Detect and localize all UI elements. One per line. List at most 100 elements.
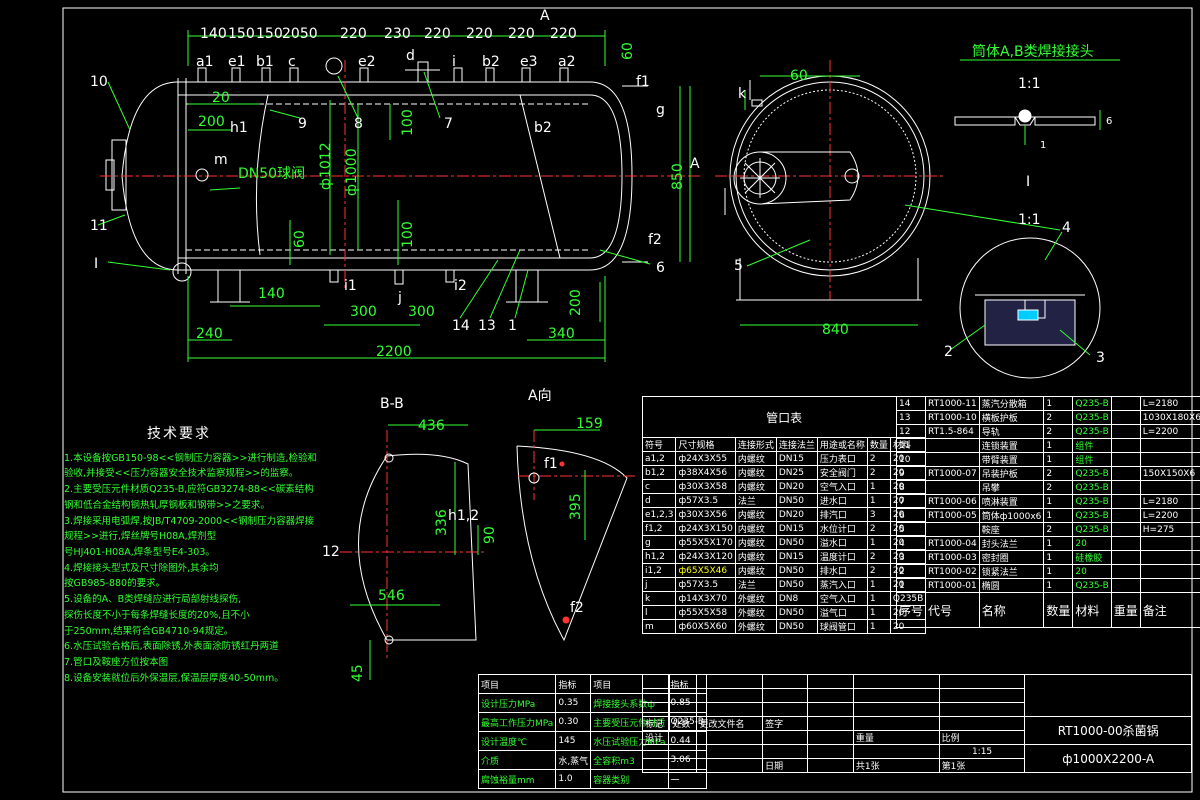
parts-cell: Q235-B: [1072, 396, 1112, 411]
dim-546: 546: [378, 588, 405, 604]
parts-cell: 筒体ф1000x6: [978, 508, 1045, 523]
spec-cell: 0.35: [555, 693, 592, 713]
dim-436: 436: [418, 418, 445, 434]
tech-item: 钢和低合金结构钢热轧厚钢板和钢带>>之要求。: [64, 499, 270, 511]
parts-cell: 7: [895, 494, 927, 509]
tech-item: 于250mm,结果符合GB4710-94规定。: [64, 625, 234, 637]
dim-20: 20: [212, 90, 230, 106]
tb-scale-label: 比例: [938, 730, 1026, 745]
parts-cell: [1139, 480, 1200, 495]
parts-cell: L=2180: [1139, 396, 1200, 411]
parts-cell: 1: [1043, 452, 1074, 467]
view-bb-title: B-B: [380, 396, 404, 412]
technical-requirements: 技术要求 1.本设备按GB150-98<<钢制压力容器>>进行制造,检验和验收,…: [64, 424, 364, 687]
nozzle-cell: DN50: [775, 535, 818, 550]
callout-1: 1: [508, 318, 517, 334]
nozzle-cell: ф55X5X58: [675, 605, 736, 620]
parts-cell: Q235-B: [1072, 410, 1112, 425]
parts-cell: 8: [895, 480, 927, 495]
parts-cell: 2: [895, 564, 927, 579]
callout-I: I: [94, 256, 98, 272]
nozzle-cell: DN50: [775, 577, 818, 592]
parts-cell: 带臂装置: [978, 452, 1045, 467]
parts-cell: [1110, 550, 1141, 565]
top-dim: 230: [384, 26, 411, 42]
nozzle-cell: 2: [866, 465, 891, 480]
parts-cell: [925, 452, 980, 467]
parts-cell: [1110, 564, 1141, 579]
label-m: m: [214, 152, 228, 168]
nozzle-header: 尺寸规格: [675, 437, 736, 452]
dn50-label: DN50球阀: [238, 166, 305, 182]
nozzle-cell: 外螺纹: [734, 605, 777, 620]
spec-cell: 145: [555, 731, 592, 751]
nozzle-cell: 内螺纹: [734, 479, 777, 494]
callout-11: 11: [90, 218, 108, 234]
label-g: g: [656, 102, 665, 118]
label-i1: i1: [344, 278, 357, 294]
parts-cell: RT1000-06: [925, 494, 980, 509]
tech-item: 验收,并接受<<压力容器安全技术监察规程>>的监察。: [64, 468, 299, 480]
nozzle-cell: 3: [866, 507, 891, 522]
parts-cell: RT1000-07: [925, 466, 980, 481]
front-view: [97, 30, 700, 362]
top-dim: 150: [228, 26, 255, 42]
parts-cell: 导轨: [978, 424, 1045, 439]
side-labels: A 850 840 60 k 5 4: [670, 68, 1071, 338]
parts-cell: 鞍座: [978, 522, 1045, 537]
nozzle-cell: 蒸汽入口: [816, 577, 868, 592]
dim-60-side: 60: [790, 68, 808, 84]
nozzle-cell: 空气入口: [816, 591, 868, 606]
nozzle-cell: 溢气口: [816, 605, 868, 620]
parts-cell: 1: [1043, 508, 1074, 523]
parts-cell: 连锁装置: [978, 438, 1045, 453]
dim-336: 336: [434, 509, 450, 536]
parts-cell: RT1000-04: [925, 536, 980, 551]
parts-cell: RT1.5-864: [925, 424, 980, 439]
parts-cell: [1110, 508, 1141, 523]
parts-cell: Q235-B: [1072, 494, 1112, 509]
parts-cell: Q235-B: [1072, 522, 1112, 537]
nozzle-cell: 2: [866, 563, 891, 578]
dim-200-bottom: 200: [568, 289, 584, 316]
tb-sign: 签字: [762, 716, 809, 731]
nozzle-table-title: 管口表: [641, 396, 927, 438]
nozzle-cell: DN15: [775, 549, 818, 564]
dim-90: 90: [482, 526, 498, 544]
parts-cell: 硅橡胶: [1072, 550, 1112, 565]
callout-14: 14: [452, 318, 470, 334]
dim-395: 395: [568, 493, 584, 520]
parts-cell: 1: [895, 578, 927, 593]
parts-cell: 2: [1043, 424, 1074, 439]
nozzle-cell: ф38X4X56: [675, 465, 736, 480]
label-f2: f2: [648, 232, 662, 248]
nozzle-cell: 水位计口: [816, 521, 868, 536]
parts-cell: L=2180: [1139, 494, 1200, 509]
nozzle-cell: ф65X5X46: [675, 563, 736, 578]
spec-cell: 介质: [477, 750, 557, 770]
nozzle-cell: DN50: [775, 493, 818, 508]
nozzle-cell: 进水口: [816, 493, 868, 508]
tech-items: 1.本设备按GB150-98<<钢制压力容器>>进行制造,检验和验收,并接受<<…: [64, 452, 364, 687]
parts-cell: [1139, 536, 1200, 551]
parts-cell: Q235-B: [1072, 424, 1112, 439]
section-A-side: A: [690, 156, 700, 172]
tb-count: 处数: [669, 716, 698, 731]
nozzle-cell: 溢水口: [816, 535, 868, 550]
nozzle-cell: ф24X3X55: [675, 451, 736, 466]
nozzle-letter: e3: [520, 54, 538, 70]
parts-cell: [1110, 410, 1141, 425]
callout-12: 12: [322, 544, 340, 560]
callout-4: 4: [1062, 220, 1071, 236]
nozzle-cell: l: [641, 605, 677, 620]
label-b2-inner: b2: [534, 120, 552, 136]
nozzle-cell: ф30X3X56: [675, 507, 736, 522]
tech-item: 1.本设备按GB150-98<<钢制压力容器>>进行制造,检验和: [64, 452, 317, 464]
top-dim: 220: [466, 26, 493, 42]
